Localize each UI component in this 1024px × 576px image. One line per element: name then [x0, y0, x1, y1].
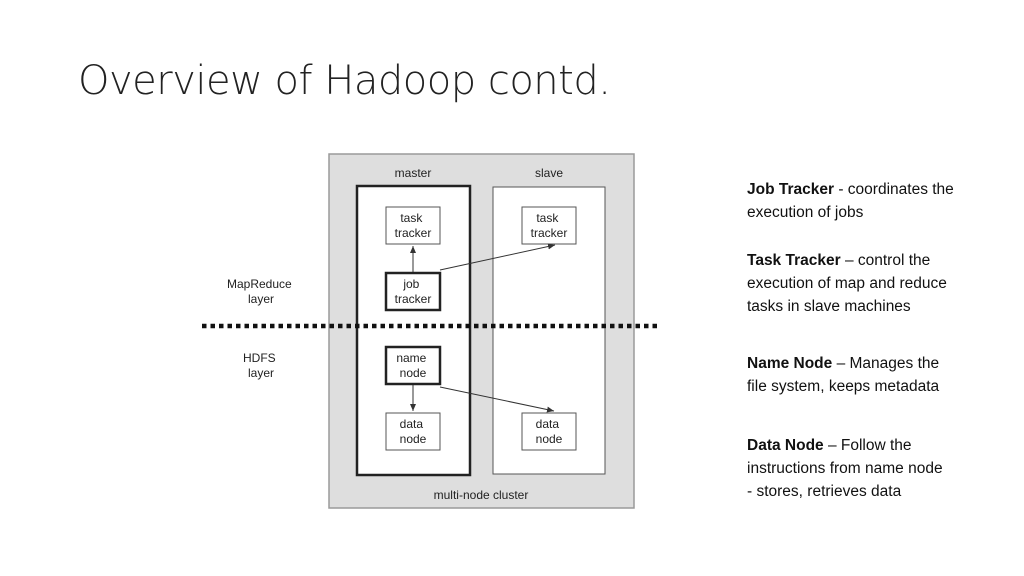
- mapreduce-layer-label: MapReduce layer: [227, 277, 295, 306]
- job-tracker-description: - coordinates the execution of jobs: [747, 181, 954, 221]
- master-task-tracker-box: [385, 206, 441, 245]
- job-tracker-term: Job Tracker: [747, 181, 835, 198]
- name-node-term: Name Node: [747, 355, 833, 372]
- slave-task-tracker-box: [521, 206, 577, 245]
- task-tracker-description: – control the execution of map and reduc…: [747, 252, 947, 315]
- slide-title: Overview of Hadoop contd.: [78, 58, 611, 104]
- task-tracker-term: Task Tracker: [747, 252, 841, 269]
- name-node-description: – Manages the file system, keeps metadat…: [747, 355, 940, 395]
- slave-data-node-label: data node: [536, 417, 563, 446]
- master-data-node-label: data node: [400, 417, 427, 446]
- task-tracker-note: Task Tracker – control the execution of …: [747, 226, 947, 318]
- name-node-to-slave-data-node-arrow: [439, 386, 555, 413]
- hdfs-layer-label: HDFS layer: [243, 351, 279, 380]
- master-task-tracker-label: task tracker: [395, 211, 432, 240]
- data-node-term: Data Node: [747, 437, 824, 454]
- job-tracker-note: Job Tracker - coordinates the execution …: [747, 155, 954, 224]
- data-node-note: Data Node – Follow the instructions from…: [747, 411, 943, 503]
- name-node-box: [384, 345, 442, 386]
- job-tracker-label: job tracker: [395, 277, 432, 306]
- master-data-node-box: [385, 412, 441, 451]
- name-node-note: Name Node – Manages the file system, kee…: [747, 329, 939, 398]
- data-node-description: – Follow the instructions from name node…: [747, 437, 943, 500]
- slave-label: slave: [535, 166, 563, 180]
- slave-data-node-box: [521, 412, 577, 451]
- name-node-label: name node: [396, 351, 429, 380]
- cluster-label: multi-node cluster: [434, 488, 529, 502]
- job-tracker-box: [384, 271, 442, 312]
- master-label: master: [395, 166, 432, 180]
- slave-task-tracker-label: task tracker: [531, 211, 568, 240]
- job-tracker-to-slave-task-tracker-arrow: [439, 243, 556, 271]
